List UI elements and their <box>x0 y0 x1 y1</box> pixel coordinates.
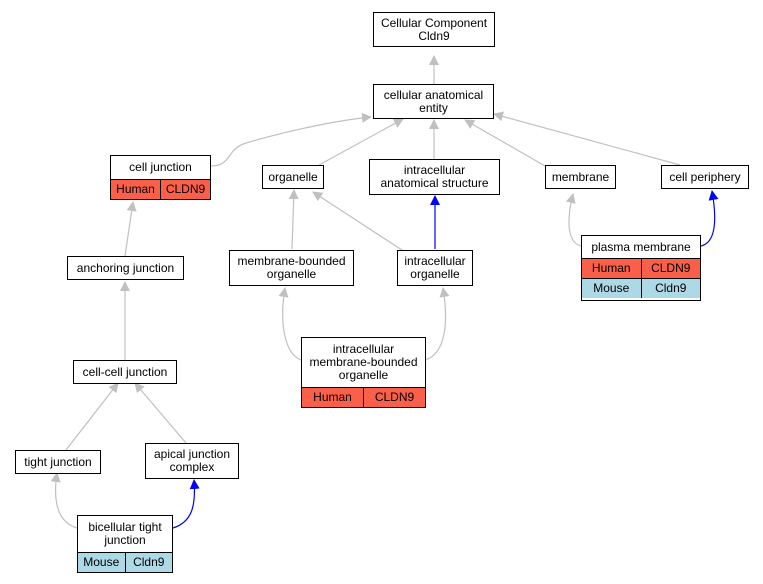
edge-mbo-to-organelle <box>288 189 299 250</box>
node-label: anchoring junction <box>76 260 175 275</box>
node-label: apical junction complex <box>153 447 231 474</box>
edge-organelle-to-cae <box>318 118 404 166</box>
node-membrane-bounded-organelle[interactable]: membrane-bounded organelle <box>229 250 354 286</box>
edge-imbo-to-io <box>424 287 450 361</box>
node-organelle[interactable]: organelle <box>262 165 324 189</box>
node-label: tight junction <box>24 454 92 469</box>
node-cell-junction[interactable]: cell junction Human CLDN9 <box>110 155 211 200</box>
annotation-row-mouse: Mouse Cldn9 <box>78 552 172 572</box>
node-label: intracellular membrane-bounded organelle <box>309 342 418 382</box>
annotation-row-mouse: Mouse Cldn9 <box>582 278 700 298</box>
node-label: organelle <box>268 169 318 184</box>
node-anchoring-junction[interactable]: anchoring junction <box>67 256 184 280</box>
gene-cell: Cldn9 <box>640 279 700 298</box>
node-intracellular-organelle[interactable]: intracellular organelle <box>397 250 473 286</box>
node-cell-cell-junction[interactable]: cell-cell junction <box>73 360 177 384</box>
node-plasma-membrane[interactable]: plasma membrane Human CLDN9 Mouse Cldn9 <box>581 235 701 301</box>
node-label: cell junction <box>129 160 192 174</box>
species-cell: Mouse <box>582 279 641 298</box>
node-label: intracellular organelle <box>404 254 466 281</box>
node-membrane[interactable]: membrane <box>545 165 616 189</box>
node-label: intracellular anatomical structure <box>380 163 489 190</box>
node-label: bicellular tight junction <box>88 520 162 547</box>
gene-cell: Cldn9 <box>124 553 172 572</box>
node-cell-periphery[interactable]: cell periphery <box>661 165 749 189</box>
node-label: membrane <box>551 169 610 184</box>
edge-plasma-membrane-to-cell-periphery <box>700 190 719 247</box>
edge-membrane-to-cae <box>464 119 546 167</box>
node-intracellular-membrane-bounded-organelle[interactable]: intracellular membrane-bounded organelle… <box>301 337 426 408</box>
species-cell: Human <box>582 259 641 278</box>
node-label: membrane-bounded organelle <box>237 254 346 281</box>
node-label: Cellular Component Cldn9 <box>380 15 488 43</box>
edge-cell-periphery-to-cae <box>493 111 681 166</box>
annotation-row-human: Human CLDN9 <box>111 179 210 199</box>
node-intracellular-anatomical-structure[interactable]: intracellular anatomical structure <box>369 159 500 195</box>
node-bicellular-tight-junction[interactable]: bicellular tight junction Mouse Cldn9 <box>77 515 173 573</box>
edge-bicellular-to-apical <box>172 479 200 529</box>
node-cellular-anatomical-entity[interactable]: cellular anatomical entity <box>373 84 494 119</box>
gene-cell: CLDN9 <box>160 180 210 199</box>
annotation-row-human: Human CLDN9 <box>302 387 425 407</box>
edge-cell-junction-to-cae <box>210 112 372 167</box>
edge-io-to-organelle <box>312 191 406 253</box>
node-label: cell-cell junction <box>82 364 168 379</box>
gene-cell: CLDN9 <box>363 388 425 407</box>
species-cell: Mouse <box>78 553 125 572</box>
species-cell: Human <box>111 180 160 199</box>
node-apical-junction-complex[interactable]: apical junction complex <box>145 443 239 479</box>
edge-tight-to-cell-cell <box>65 382 119 451</box>
edge-apical-to-cell-cell <box>134 382 187 444</box>
node-root[interactable]: Cellular Component Cldn9 <box>373 12 495 47</box>
edge-anchoring-to-cell-junction <box>124 201 137 257</box>
gene-cell: CLDN9 <box>640 259 700 278</box>
node-label: cell periphery <box>669 169 741 184</box>
node-tight-junction[interactable]: tight junction <box>15 450 101 474</box>
edge-bicellular-to-tight <box>50 472 78 529</box>
edge-imbo-to-mbo <box>278 287 302 361</box>
annotation-row-human: Human CLDN9 <box>582 258 700 278</box>
node-label: cellular anatomical entity <box>383 87 484 115</box>
edge-plasma-membrane-to-membrane <box>565 193 582 247</box>
species-cell: Human <box>302 388 363 407</box>
node-label: plasma membrane <box>591 239 691 254</box>
